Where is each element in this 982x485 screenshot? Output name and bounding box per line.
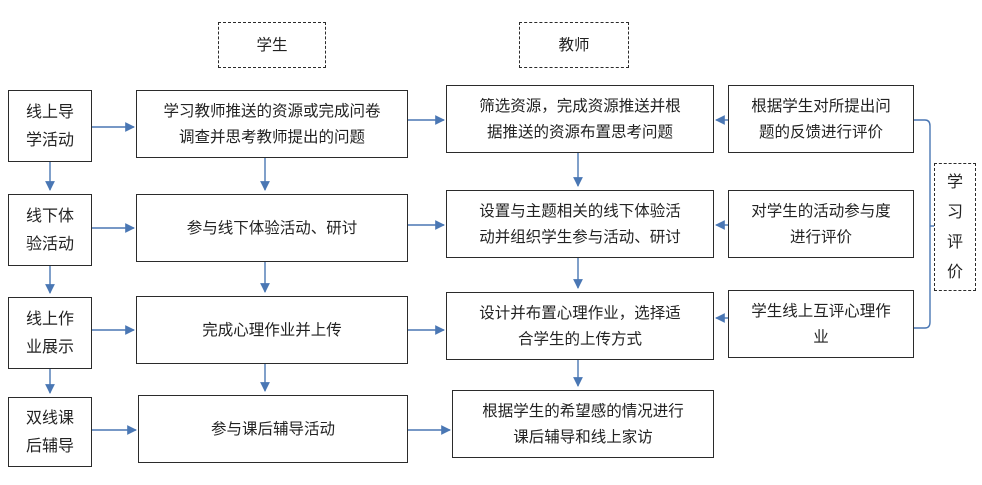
evaluation-3: 学生线上互评心理作 业 bbox=[728, 290, 914, 358]
student-step-4: 参与课后辅导活动 bbox=[138, 395, 408, 463]
student-step-3: 完成心理作业并上传 bbox=[136, 296, 408, 364]
learning-evaluation-box: 学 习 评 价 bbox=[934, 163, 976, 291]
stage-offline-experience: 线下体 验活动 bbox=[8, 194, 92, 266]
stage-online-guided: 线上导 学活动 bbox=[8, 90, 92, 162]
student-step-2: 参与线下体验活动、研讨 bbox=[136, 194, 408, 262]
teacher-step-4: 根据学生的希望感的情况进行 课后辅导和线上家访 bbox=[452, 390, 714, 458]
teacher-step-3: 设计并布置心理作业，选择适 合学生的上传方式 bbox=[446, 292, 714, 360]
teacher-step-2: 设置与主题相关的线下体验活 动并组织学生参与活动、研讨 bbox=[446, 190, 714, 258]
teacher-header: 教师 bbox=[519, 22, 629, 68]
stage-after-class-tutoring: 双线课 后辅导 bbox=[8, 397, 92, 467]
evaluation-1: 根据学生对所提出问 题的反馈进行评价 bbox=[728, 85, 914, 153]
evaluation-bracket bbox=[914, 119, 931, 329]
evaluation-2: 对学生的活动参与度 进行评价 bbox=[728, 190, 914, 258]
student-header: 学生 bbox=[218, 22, 326, 68]
stage-online-homework: 线上作 业展示 bbox=[8, 297, 92, 369]
student-step-1: 学习教师推送的资源或完成问卷 调查并思考教师提出的问题 bbox=[136, 90, 408, 158]
teacher-step-1: 筛选资源，完成资源推送并根 据推送的资源布置思考问题 bbox=[446, 85, 714, 153]
